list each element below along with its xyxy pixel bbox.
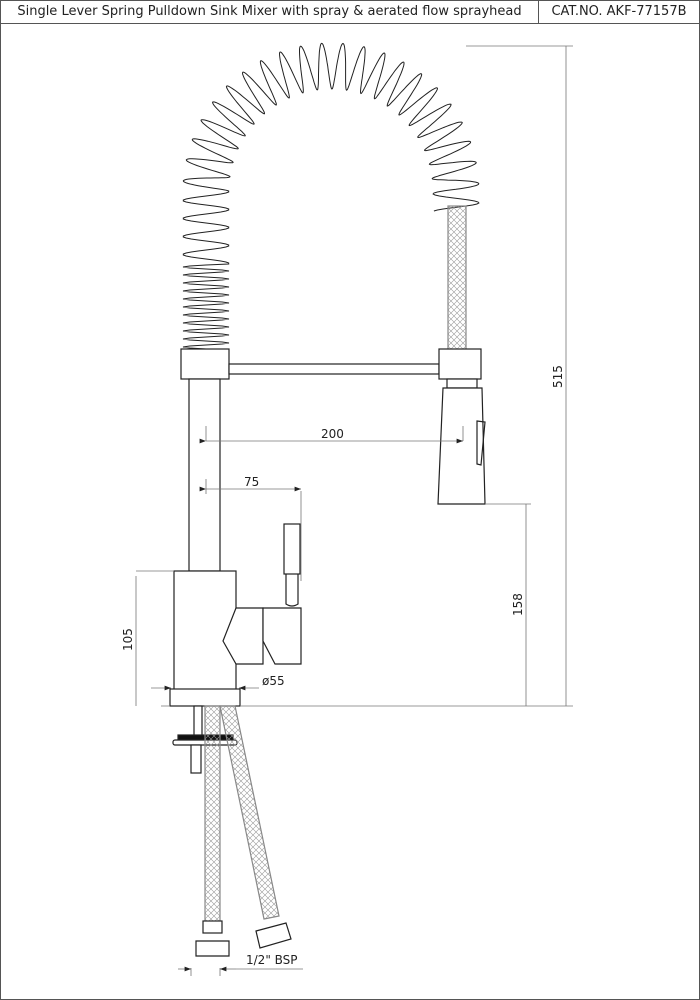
- title-block: Single Lever Spring Pulldown Sink Mixer …: [1, 1, 699, 24]
- spray-trigger-icon: [476, 420, 486, 466]
- sprayhead-holder: [438, 348, 482, 380]
- base-plate: [169, 688, 241, 707]
- hex-nut-right: [255, 922, 292, 949]
- sprayhead: [437, 387, 486, 505]
- dim-label-200: 200: [321, 427, 344, 441]
- spout-arm: [228, 363, 440, 375]
- catalog-number: CAT.NO. AKF-77157B: [551, 4, 687, 19]
- spring-coil: [182, 42, 480, 350]
- dim-label-connector: 1/2" BSP: [246, 953, 298, 967]
- lever-handle: [283, 523, 301, 575]
- pulldown-hose: [447, 205, 467, 352]
- dim-label-diameter: ø55: [262, 674, 285, 688]
- faucet-column: [188, 378, 221, 572]
- dim-label-75: 75: [244, 475, 259, 489]
- dim-label-515: 515: [551, 365, 565, 388]
- lever-housing: [222, 607, 264, 665]
- inlet-hose-left: [204, 705, 221, 925]
- inlet-hose-right: [219, 705, 280, 920]
- top-collar: [180, 348, 230, 380]
- threaded-stud: [190, 744, 202, 774]
- product-title: Single Lever Spring Pulldown Sink Mixer …: [1, 1, 539, 23]
- dim-label-105: 105: [121, 628, 135, 651]
- dim-label-158: 158: [511, 593, 525, 616]
- hex-nut-left: [195, 940, 230, 957]
